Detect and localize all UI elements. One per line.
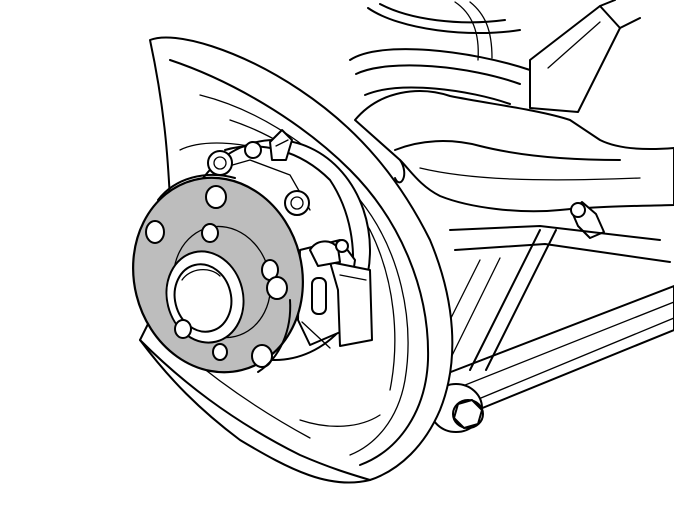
stud-hole-8 <box>212 343 228 361</box>
stud-hole-3 <box>145 220 165 244</box>
shock-absorber <box>529 0 641 113</box>
stud-hole-7 <box>251 344 273 368</box>
hub-flange-edge <box>157 174 292 373</box>
stud-hole-1 <box>205 185 227 209</box>
brake-bracket <box>297 239 373 349</box>
housing-bolt-top <box>207 150 233 176</box>
stud-hole-6 <box>174 319 192 339</box>
hub-center-bore <box>165 250 245 344</box>
sensor-clip <box>269 129 293 161</box>
upper-control-arm <box>354 90 674 213</box>
coil-spring <box>349 1 531 105</box>
stud-hole-5 <box>266 276 288 300</box>
housing-bolt-right <box>284 190 310 216</box>
housing-bolt-upper <box>244 141 262 159</box>
arm-bolt <box>570 201 605 239</box>
stud-hole-2 <box>201 223 219 243</box>
